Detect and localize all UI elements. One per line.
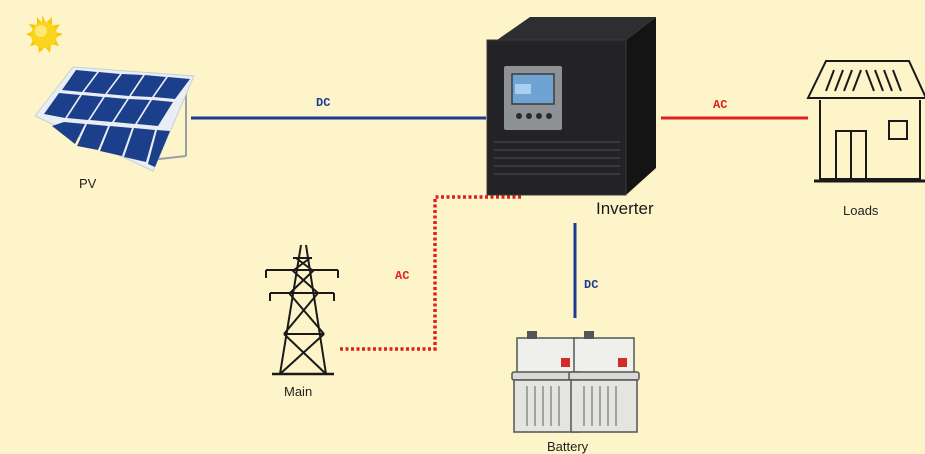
solar-panel-icon [34, 66, 195, 172]
battery-label: Battery [547, 439, 589, 454]
inverter-battery-connection-label: DC [584, 278, 599, 292]
pv-label: PV [79, 176, 97, 191]
main-inverter-ac-line [340, 195, 521, 351]
loads-label: Loads [843, 203, 879, 218]
inverter-icon [486, 17, 656, 196]
main-label: Main [284, 384, 313, 399]
sun-icon [26, 15, 63, 53]
inverter-label: Inverter [596, 199, 654, 218]
power-tower-icon [265, 244, 339, 376]
inverter-loads-connection-label: AC [713, 98, 728, 112]
house-icon [806, 60, 925, 183]
battery-icon [511, 331, 640, 433]
main-inverter-connection-label: AC [395, 269, 410, 283]
pv-inverter-connection-label: DC [316, 96, 331, 110]
